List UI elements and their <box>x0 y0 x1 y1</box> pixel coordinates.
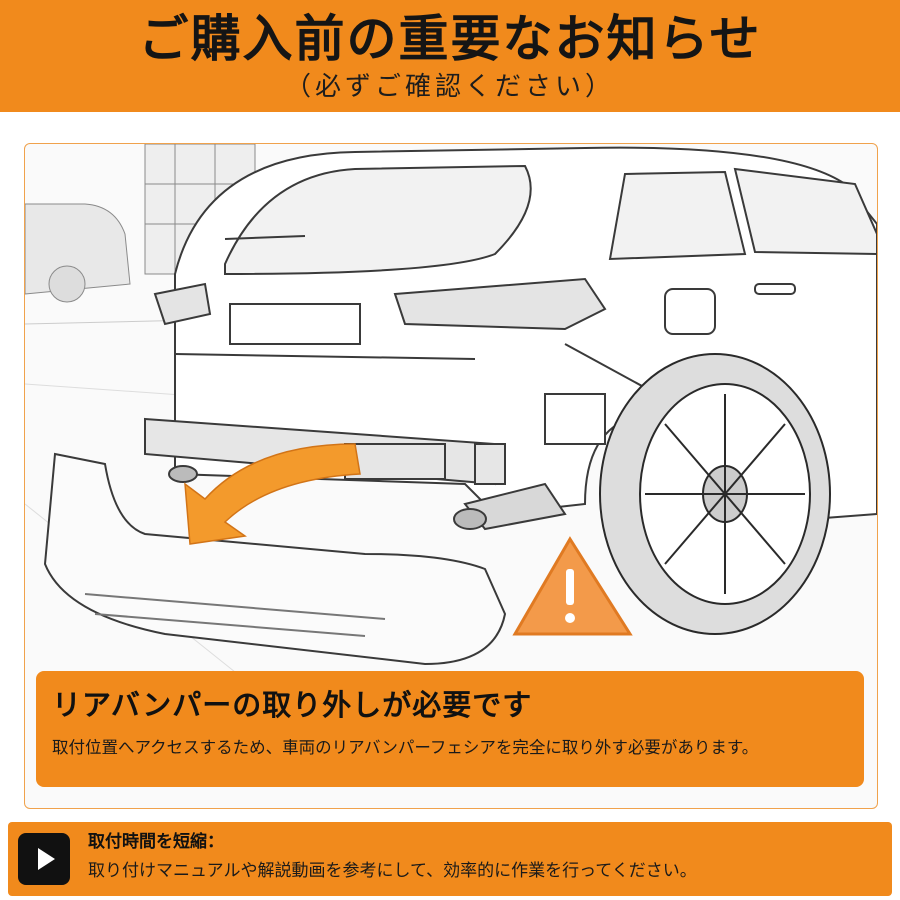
footer-banner: 取付時間を短縮： 取り付けマニュアルや解説動画を参考にして、効率的に作業を行って… <box>8 822 892 896</box>
play-button[interactable] <box>18 833 70 885</box>
footer-body: 取り付けマニュアルや解説動画を参考にして、効率的に作業を行ってください。 <box>88 861 697 881</box>
rear-wheel <box>599 353 831 635</box>
car-illustration-panel <box>24 143 878 809</box>
warning-triangle-icon <box>512 536 633 636</box>
removed-bumper <box>43 452 507 666</box>
notice-box: リアバンパーの取り外しが必要です 取付位置へアクセスするため、車両のリアバンパー… <box>36 671 864 787</box>
notice-title: リアバンパーの取り外しが必要です <box>52 688 533 722</box>
curved-arrow-icon <box>184 443 361 545</box>
car-illustration <box>25 144 877 745</box>
notice-body: 取付位置へアクセスするため、車両のリアバンパーフェシアを完全に取り外す必要があり… <box>52 738 759 757</box>
play-icon <box>38 848 55 870</box>
page-title: ご購入前の重要なお知らせ <box>138 10 762 68</box>
header-banner: ご購入前の重要なお知らせ （必ずご確認ください） <box>0 0 900 112</box>
car-body <box>153 146 877 526</box>
footer-title: 取付時間を短縮： <box>88 832 224 852</box>
page-subtitle: （必ずご確認ください） <box>284 72 615 102</box>
